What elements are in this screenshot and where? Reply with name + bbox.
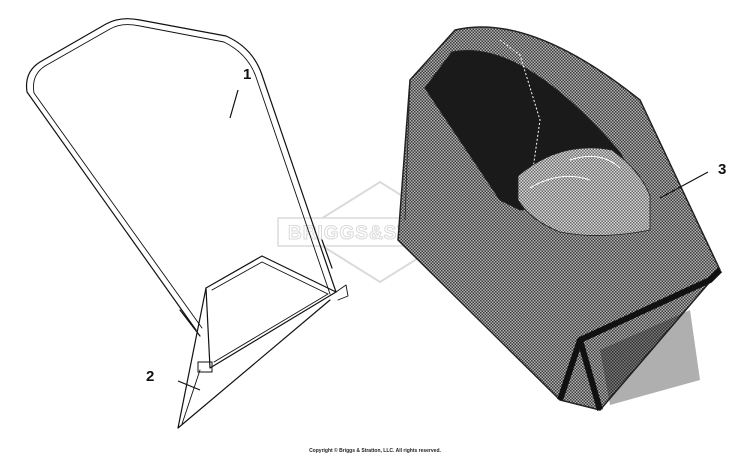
callout-2-label: 2	[146, 368, 154, 385]
copyright-text: Copyright © Briggs & Stratton, LLC. All …	[309, 447, 441, 454]
callout-2-leader	[177, 380, 201, 391]
callout-3-leader	[659, 171, 709, 199]
handle-part	[25, 18, 337, 337]
callout-1-leader	[229, 89, 239, 119]
grass-bag-part	[397, 26, 723, 411]
callout-1-label: 1	[243, 66, 251, 83]
frame-part	[177, 255, 349, 429]
callout-3-label: 3	[718, 161, 726, 178]
